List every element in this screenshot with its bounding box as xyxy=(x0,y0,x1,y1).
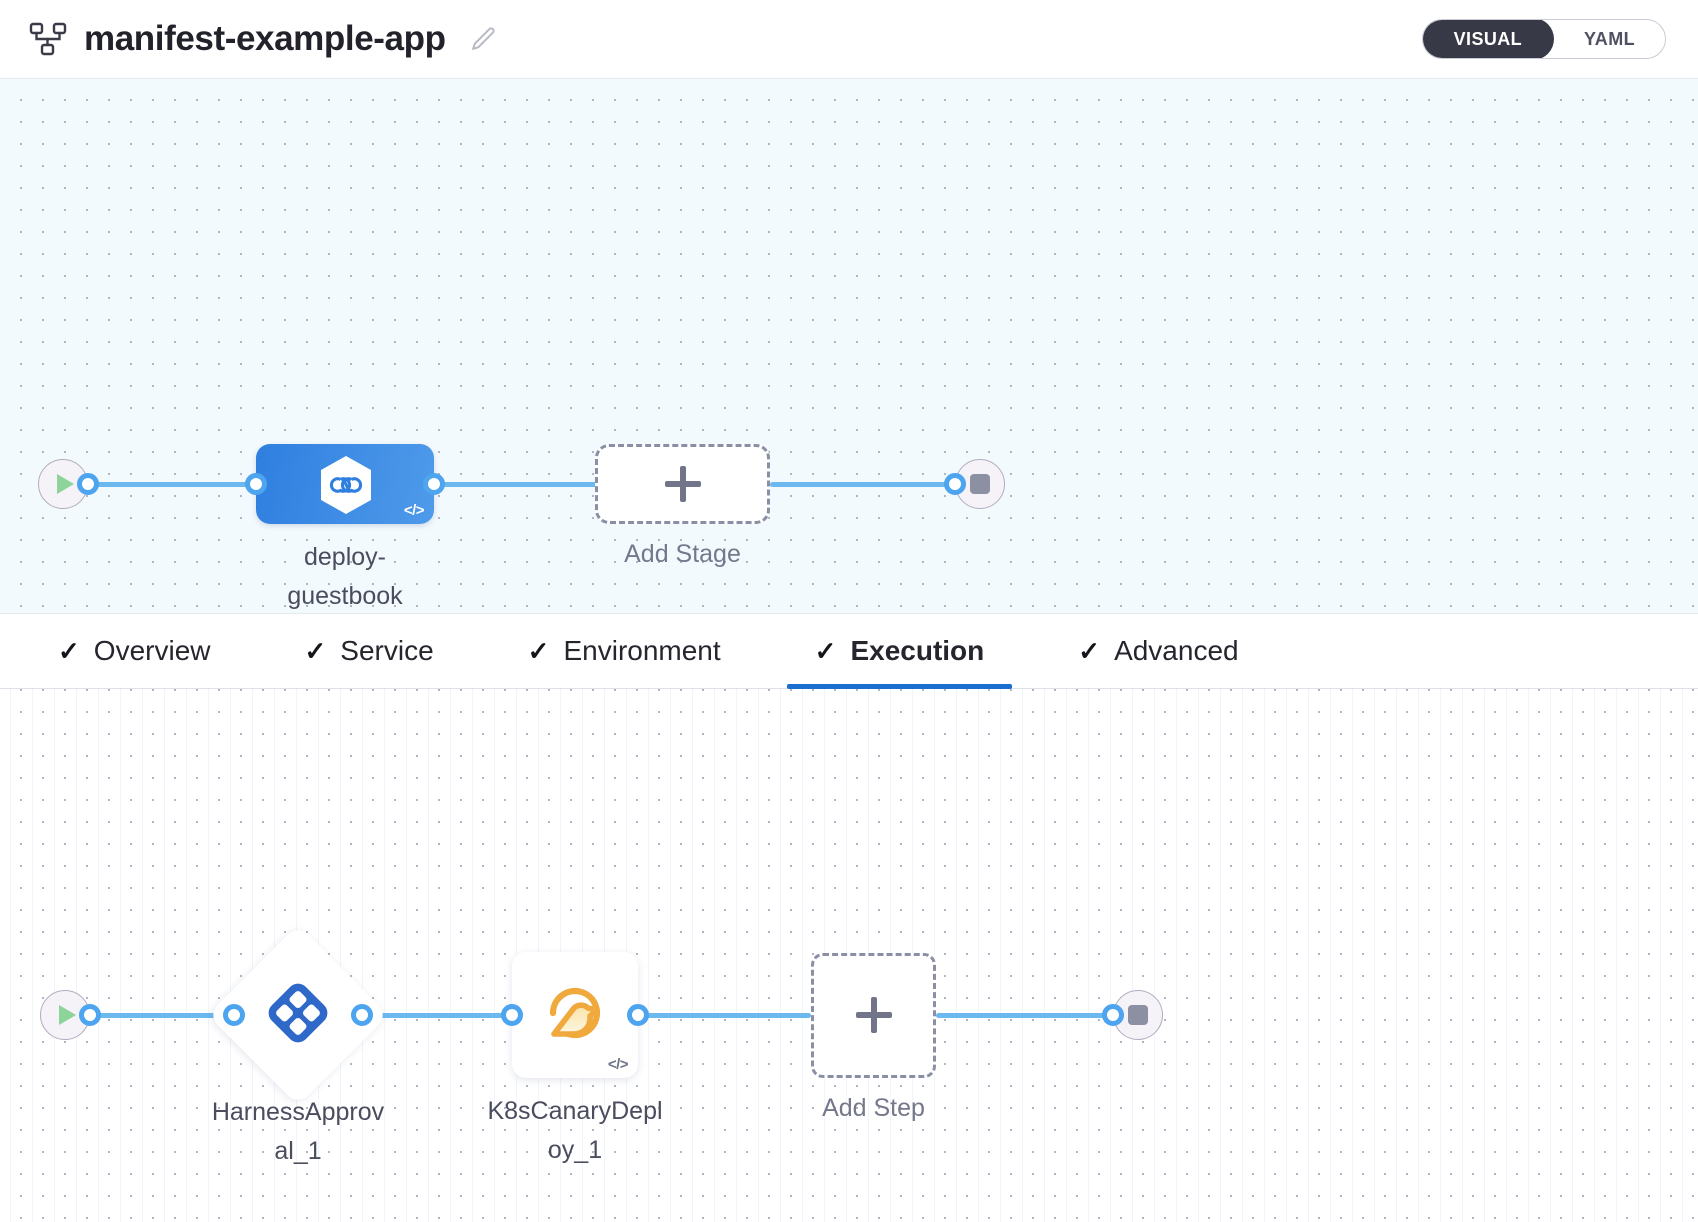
code-badge-icon[interactable]: </> xyxy=(607,1056,629,1073)
connector-dot[interactable] xyxy=(423,473,445,495)
play-icon xyxy=(59,1005,76,1025)
stop-icon xyxy=(970,474,990,494)
step-node-k8s-canary-deploy[interactable]: </> K8sCanaryDepl oy_1 xyxy=(487,952,663,1164)
connector-dot[interactable] xyxy=(627,1004,649,1026)
harness-deploy-hexagon-icon xyxy=(319,455,371,514)
connector-line xyxy=(367,1012,507,1018)
stage-graph-row: </> deploy- guestbook Add Stage xyxy=(38,444,1005,610)
connector-dot[interactable] xyxy=(351,1004,373,1026)
check-icon: ✓ xyxy=(304,636,327,666)
connector-line xyxy=(95,1012,229,1018)
tab-label: Environment xyxy=(563,635,721,666)
stop-icon xyxy=(1128,1005,1148,1025)
tab-label: Advanced xyxy=(1114,635,1239,666)
tab-advanced[interactable]: ✓ Advanced xyxy=(1050,614,1266,688)
execution-start-node[interactable] xyxy=(40,990,90,1040)
connector-dot[interactable] xyxy=(944,473,966,495)
check-icon: ✓ xyxy=(58,636,80,666)
execution-graph-row: HarnessApprov al_1 xyxy=(40,924,1163,1165)
add-step-button[interactable]: Add Step xyxy=(811,952,936,1122)
tab-execution[interactable]: ✓ Execution xyxy=(786,614,1013,689)
tab-overview[interactable]: ✓ Overview xyxy=(30,614,239,688)
plus-icon xyxy=(664,466,701,502)
harness-approval-diamond-icon xyxy=(267,982,329,1049)
visual-mode-button[interactable]: VISUAL xyxy=(1422,20,1555,58)
connector-dot[interactable] xyxy=(501,1004,523,1026)
connector-dot[interactable] xyxy=(79,1004,101,1026)
connector-dot[interactable] xyxy=(245,473,267,495)
canary-bird-icon xyxy=(540,978,610,1053)
tab-environment[interactable]: ✓ Environment xyxy=(500,614,749,688)
pencil-edit-icon[interactable] xyxy=(468,24,498,54)
header-left-group: manifest-example-app xyxy=(28,19,498,59)
header-right-group: VISUAL YAML xyxy=(1421,19,1666,59)
connector-dot[interactable] xyxy=(223,1004,245,1026)
view-mode-toggle[interactable]: VISUAL YAML xyxy=(1421,19,1666,59)
stage-graph-canvas[interactable]: </> deploy- guestbook Add Stage xyxy=(0,79,1698,614)
connector-line xyxy=(439,481,601,487)
step-node-label: K8sCanaryDepl oy_1 xyxy=(487,1097,663,1164)
connector-line xyxy=(643,1012,811,1018)
pipeline-hierarchy-icon xyxy=(28,19,68,59)
step-node-harness-approval[interactable]: HarnessApprov al_1 xyxy=(207,924,389,1165)
connector-dot[interactable] xyxy=(77,473,99,495)
tab-service[interactable]: ✓ Service xyxy=(277,614,462,688)
connector-dot[interactable] xyxy=(1102,1004,1124,1026)
check-icon: ✓ xyxy=(1078,636,1101,666)
stage-node-label: deploy- guestbook xyxy=(287,543,403,610)
add-stage-button[interactable]: Add Stage xyxy=(595,444,770,568)
tab-label: Execution xyxy=(850,635,985,666)
add-stage-label: Add Stage xyxy=(624,540,741,568)
tab-label: Overview xyxy=(93,635,211,666)
connector-line xyxy=(93,481,251,487)
plus-icon xyxy=(855,997,892,1033)
play-icon xyxy=(57,474,74,494)
add-step-label: Add Step xyxy=(822,1093,925,1122)
stage-node-deploy-guestbook[interactable]: </> deploy- guestbook xyxy=(256,444,434,610)
page-title: manifest-example-app xyxy=(84,19,446,58)
tab-label: Service xyxy=(340,635,434,666)
check-icon: ✓ xyxy=(527,636,550,666)
check-icon: ✓ xyxy=(814,636,837,666)
execution-graph-canvas[interactable]: HarnessApprov al_1 xyxy=(0,689,1698,1222)
connector-line xyxy=(770,481,950,487)
connector-line xyxy=(936,1012,1108,1018)
header-bar: manifest-example-app VISUAL YAML xyxy=(0,0,1698,79)
stage-tabs[interactable]: ✓ Overview ✓ Service ✓ Environment ✓ Exe… xyxy=(0,614,1698,689)
code-badge-icon[interactable]: </> xyxy=(403,502,425,519)
yaml-mode-button[interactable]: YAML xyxy=(1554,20,1665,58)
step-node-label: HarnessApprov al_1 xyxy=(211,1098,385,1165)
